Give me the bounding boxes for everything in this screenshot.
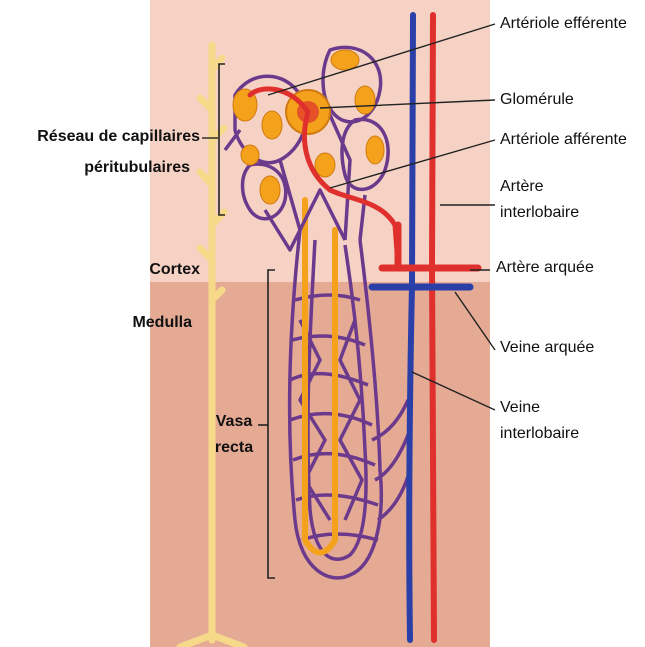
label-interlobar-artery-line2: interlobaire	[500, 203, 579, 223]
label-peritubular-line2: péritubulaires	[4, 158, 190, 178]
label-interlobar-artery-line1: Artère	[500, 177, 544, 197]
cortex-region	[150, 0, 490, 282]
label-vasa-recta-line1: Vasa	[214, 412, 254, 432]
label-medulla: Medulla	[100, 313, 192, 333]
label-arcuate-vein: Veine arquée	[500, 338, 594, 358]
label-interlobar-vein-line1: Veine	[500, 398, 540, 418]
label-glomerulus: Glomérule	[500, 90, 574, 110]
label-afferent-arteriole: Artériole afférente	[500, 130, 627, 150]
label-arcuate-artery: Artère arquée	[496, 258, 594, 278]
label-vasa-recta-line2: recta	[214, 438, 254, 458]
label-cortex: Cortex	[100, 260, 200, 280]
label-efferent-arteriole: Artériole efférente	[500, 14, 627, 34]
label-interlobar-vein-line2: interlobaire	[500, 424, 579, 444]
label-peritubular-line1: Réseau de capillaires	[4, 127, 200, 147]
interlobar-artery	[432, 15, 434, 640]
